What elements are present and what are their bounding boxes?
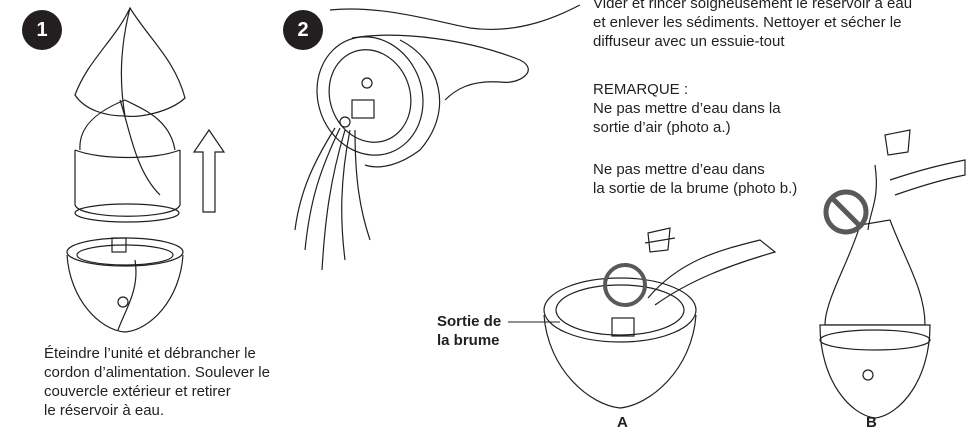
callout-line: la brume (437, 332, 500, 349)
note-mist-block: Ne pas mettre d’eau dans la sortie de la… (593, 160, 797, 198)
step-2-instructions: Vider et rincer soigneusement le réservo… (593, 0, 912, 51)
base-illustration (66, 237, 184, 333)
step-2-line: et enlever les sédiments. Nettoyer et sé… (593, 14, 902, 31)
step-2-badge: 2 (283, 10, 323, 50)
note-mist-line: Ne pas mettre d’eau dans (593, 161, 765, 178)
photo-a-label: A (617, 414, 628, 431)
step-1-line: couvercle extérieur et retirer (44, 383, 231, 400)
callout-line: Sortie de (437, 313, 502, 330)
step-1-badge: 1 (22, 10, 62, 50)
note-mist-line: la sortie de la brume (photo b.) (593, 180, 798, 197)
note-air-line: Ne pas mettre d’eau dans la (593, 100, 781, 117)
note-air-line: sortie d’air (photo a.) (593, 119, 731, 136)
step-1-line: le réservoir à eau. (44, 402, 165, 419)
up-arrow-icon (192, 128, 226, 213)
note-heading: REMARQUE : (593, 81, 689, 98)
photo-b-label: B (866, 414, 877, 431)
photo-a-illustration (508, 227, 777, 409)
mist-outlet-callout: Sortie de la brume (437, 312, 501, 350)
note-block: REMARQUE : Ne pas mettre d’eau dans la s… (593, 80, 781, 137)
step-1-line: Éteindre l’unité et débrancher le (44, 345, 256, 362)
step-1-instructions: Éteindre l’unité et débrancher le cordon… (44, 344, 270, 420)
step-2-line: diffuseur avec un essuie-tout (593, 33, 785, 50)
hand-pouring-illustration (294, 4, 581, 271)
outer-cover-illustration (74, 6, 186, 223)
step-1-line: cordon d’alimentation. Soulever le (44, 364, 270, 381)
photo-b-illustration (819, 129, 966, 419)
step-2-line: Vider et rincer soigneusement le réservo… (593, 0, 913, 12)
